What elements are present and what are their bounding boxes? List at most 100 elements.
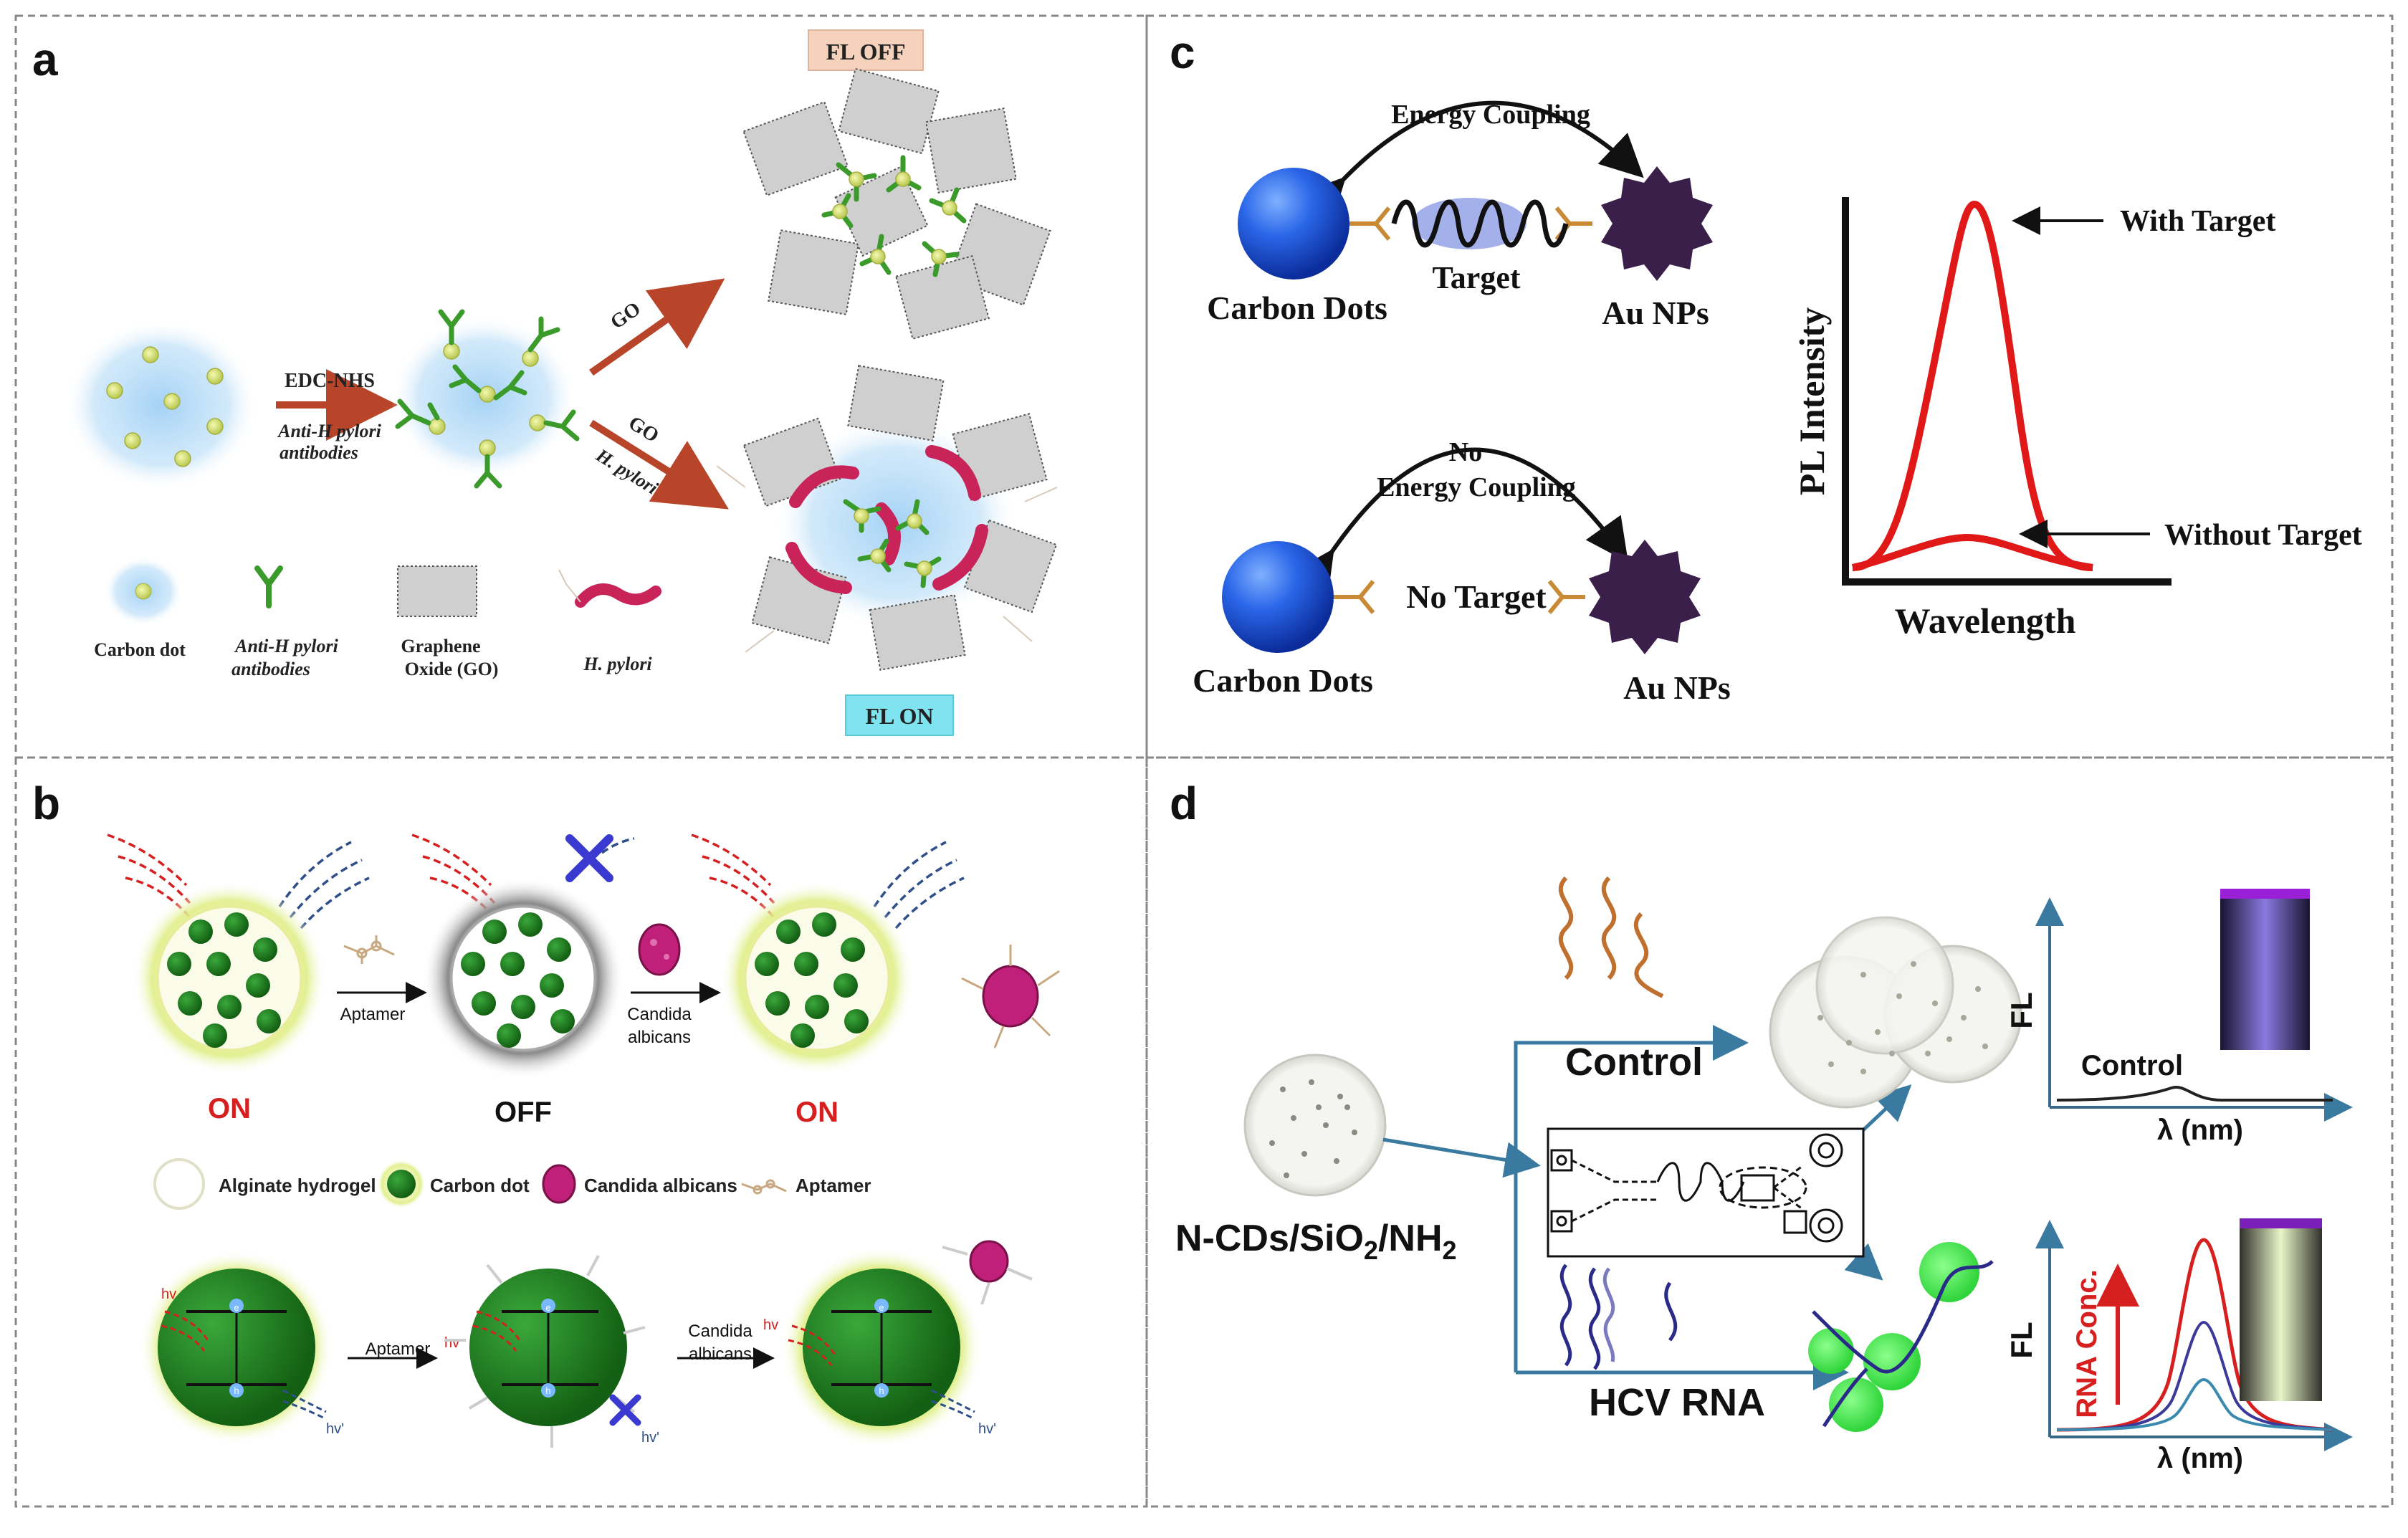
microfluidic-chip [1547, 1127, 1865, 1258]
panel-borders [14, 14, 2394, 1508]
hv-prime-label-3: hv' [978, 1421, 996, 1437]
wavelength-axis-label: Wavelength [1895, 601, 2076, 641]
antibody-cloud [391, 309, 580, 489]
ncd-label: N-CDs/SiO2/NH2 [1175, 1218, 1457, 1265]
legend-carbon-dot-b-icon [387, 1170, 416, 1198]
fl-axis-bottom: FL [2005, 1322, 2038, 1358]
candida-icon-top [638, 923, 681, 976]
go-arrow-down [589, 419, 729, 510]
legend-antibody-line2: antibodies [231, 659, 310, 679]
candida-bottom-line1: Candida [688, 1322, 752, 1341]
energy-diagram-2: e h hv' [444, 1255, 659, 1448]
off-label: OFF [494, 1097, 552, 1128]
legend-go-line1: Graphene [401, 636, 480, 656]
curve-without-target [1851, 533, 2093, 571]
control-curve-label: Control [2081, 1050, 2183, 1081]
panel-label-d: d [1170, 778, 1198, 829]
lambda-axis-top: λ (nm) [2157, 1114, 2243, 1146]
fl-off-badge [808, 29, 924, 71]
antibody-arrow-line1: Anti-H pylori [277, 421, 382, 441]
energy-coupling-label: Energy Coupling [1391, 100, 1590, 130]
light-rays-top [107, 834, 965, 930]
electron-label-2: e [545, 1302, 550, 1313]
legend-aptamer: Aptamer [796, 1175, 871, 1196]
candida-arrow-line2: albicans [628, 1028, 691, 1047]
no-target-label: No Target [1406, 578, 1547, 615]
hcv-rna-label: HCV RNA [1589, 1381, 1765, 1424]
fl-off-complex [742, 67, 1051, 340]
legend-b: Alginate hydrogel Carbon dot Candida alb… [153, 1158, 871, 1210]
panel-label-a: a [32, 34, 58, 85]
hv-label-3: hv [763, 1317, 778, 1333]
panel-c: c Energy Coupling Target Carbon Dots Au … [1170, 27, 2362, 706]
legend-candida: Candida albicans [584, 1175, 737, 1196]
legend-a: Carbon dot Anti-H pylori antibodies Grap… [94, 557, 661, 679]
legend-alginate: Alginate hydrogel [219, 1175, 376, 1196]
antibody-arrow-line2: antibodies [280, 442, 358, 463]
legend-carbon-dot-b: Carbon dot [430, 1175, 530, 1196]
legend-aptamer-icon [741, 1179, 787, 1195]
control-dishes [1769, 916, 2022, 1109]
au-nps-label-bottom: Au NPs [1623, 669, 1731, 706]
au-np-top [1601, 166, 1713, 281]
go-label-down: GO [624, 412, 662, 447]
energy-coupling-arc [1301, 100, 1644, 223]
fl-axis-top: FL [2005, 992, 2038, 1028]
electron-label-1: e [234, 1302, 239, 1313]
hv-prime-label-2: hv' [641, 1430, 659, 1446]
legend-hpylori: H. pylori [583, 654, 652, 674]
au-nps-label-top: Au NPs [1602, 295, 1709, 331]
on-label-2: ON [796, 1097, 838, 1128]
energy-coupling-label-2: Energy Coupling [1377, 472, 1576, 502]
hole-label-1: h [234, 1385, 239, 1396]
go-arrow-up [589, 278, 725, 376]
control-strands [1558, 876, 1664, 998]
hv-prime-label-1: hv' [326, 1421, 344, 1437]
hydrogel-off [423, 878, 624, 1079]
without-target-label: Without Target [2164, 519, 2362, 552]
legend-go-line2: Oxide (GO) [405, 659, 499, 679]
carbon-dots-label-top: Carbon Dots [1207, 290, 1387, 326]
candida-arrow-line1: Candida [627, 1005, 692, 1024]
no-energy-coupling-arc [1292, 447, 1628, 596]
curve-with-target [1852, 200, 2093, 571]
fl-plot-top: FL λ (nm) Control [2005, 889, 2353, 1146]
legend-candida-icon [542, 1164, 576, 1204]
pl-intensity-axis-label: PL Intensity [1792, 307, 1832, 496]
target-label: Target [1432, 260, 1520, 295]
pl-plot: PL Intensity Wavelength With Target With… [1792, 197, 2362, 641]
fl-on-complex [716, 365, 1058, 671]
carbon-dot-cloud [64, 319, 258, 491]
panel-d: d N-CDs/SiO2/NH2 Control [1170, 778, 2353, 1474]
go-label-up: GO [606, 297, 644, 333]
panel-a: a FL OFF EDC-NHS Anti-H pylori antibodie… [32, 29, 1058, 736]
legend-hpylori-icon [575, 583, 661, 608]
flow-arrows [1382, 1025, 1912, 1390]
legend-alginate-icon [153, 1158, 205, 1210]
fl-on-label: FL ON [865, 703, 933, 729]
aptamer-arrow-bottom-label: Aptamer [366, 1339, 431, 1359]
carbon-dots-label-bottom: Carbon Dots [1193, 662, 1373, 699]
legend-graphene-icon [397, 565, 477, 617]
curve-low-conc [2056, 1377, 2333, 1431]
panel-label-c: c [1170, 27, 1195, 78]
hydrogel-on-2 [720, 882, 914, 1075]
aptamer-icon-top [343, 935, 395, 964]
panel-b: b [32, 778, 1060, 1448]
curve-high-conc [2056, 1238, 2333, 1432]
ncd-dish [1243, 1054, 1387, 1197]
cuvette-control-icon [2220, 889, 2310, 1050]
carbon-dot-sphere-top [1238, 168, 1349, 280]
emission-blocked-icon [565, 834, 613, 882]
no-label: No [1449, 437, 1482, 467]
cuvette-hcv-icon [2240, 1218, 2322, 1401]
hole-label-3: h [879, 1385, 884, 1396]
control-curve [2056, 1086, 2333, 1102]
fl-off-label: FL OFF [826, 39, 905, 65]
energy-diagram-1: e h hv hv' [140, 1251, 344, 1444]
curve-mid-conc [2056, 1320, 2333, 1431]
candida-bottom-line2: albicans [689, 1344, 752, 1364]
electron-label-3: e [879, 1302, 884, 1313]
rna-conc-label: RNA Conc. [2071, 1269, 2103, 1418]
